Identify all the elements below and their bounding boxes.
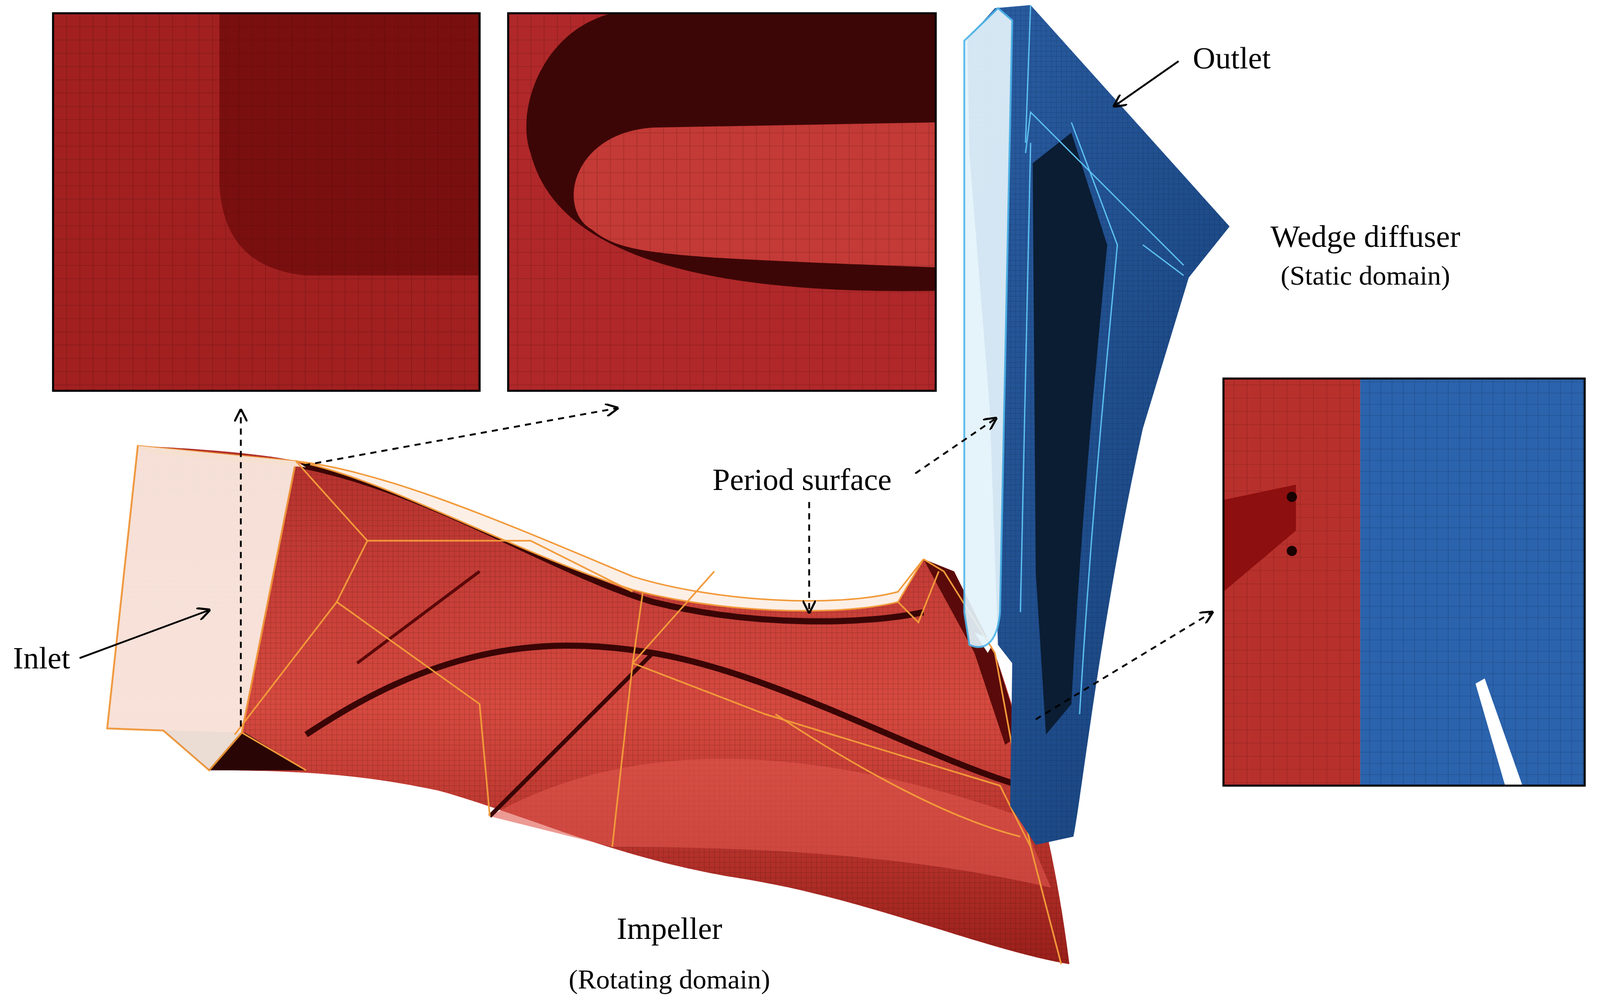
inset-inlet-mesh [52,13,480,391]
part-label: Wedge diffuser [1270,219,1461,254]
inset-leading-edge-mesh [507,13,936,391]
impeller-domain [107,446,1070,965]
part-label: Inlet [13,641,71,676]
part-label: Period surface [712,462,892,498]
part-sublabel: (Static domain) [1280,260,1450,291]
inset-interface-mesh [1223,378,1585,786]
part-sublabel: (Rotating domain) [568,964,771,995]
part-label: Impeller [616,911,723,947]
part-label: Outlet [1193,41,1271,76]
leader-arrows [79,61,1213,727]
diffuser-domain [964,5,1230,846]
